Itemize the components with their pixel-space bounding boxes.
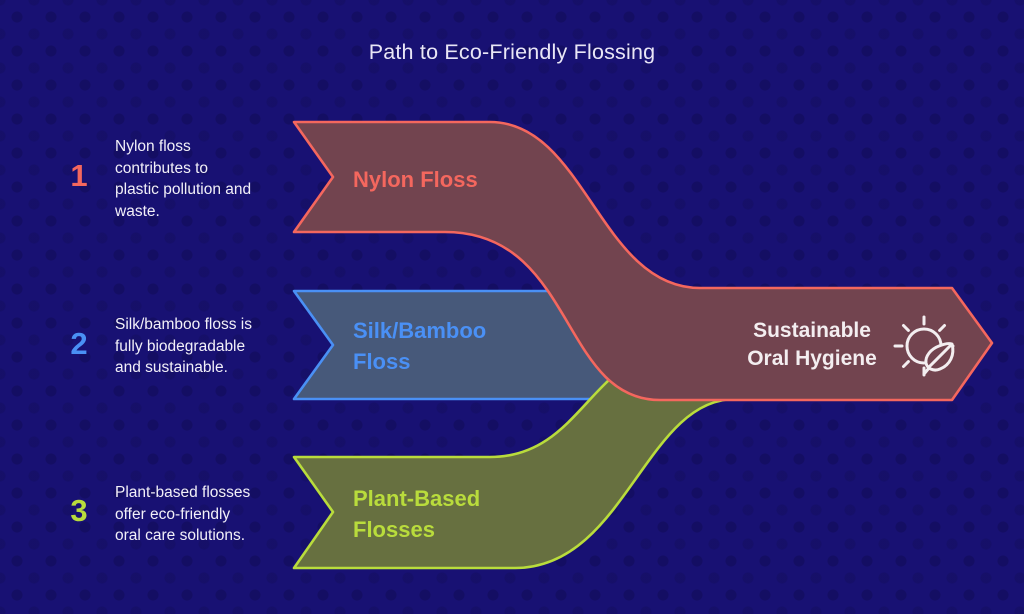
step-1-description: Nylon floss contributes to plastic pollu… [115,138,252,220]
step-2-description: Silk/bamboo floss is fully biodegradable… [115,316,252,376]
sun-leaf-icon [893,315,955,377]
leaf-vein [927,344,952,369]
nylon-band-label: Nylon Floss [353,167,478,192]
result-label: Sustainable Oral Hygiene [747,319,877,370]
plant-based-band-label: Plant-Based Flosses [353,486,481,542]
step-2-number: 2 [70,326,88,361]
silk-bamboo-band-label: Silk/Bamboo Floss [353,318,487,374]
step-3-number: 3 [70,493,88,528]
step-1-number: 1 [70,158,88,193]
page-title: Path to Eco-Friendly Flossing [368,40,656,64]
nylon-band-shape [292,120,994,402]
step-3-description: Plant-based flosses offer eco-friendly o… [115,484,251,544]
leaf-stem [922,366,931,376]
